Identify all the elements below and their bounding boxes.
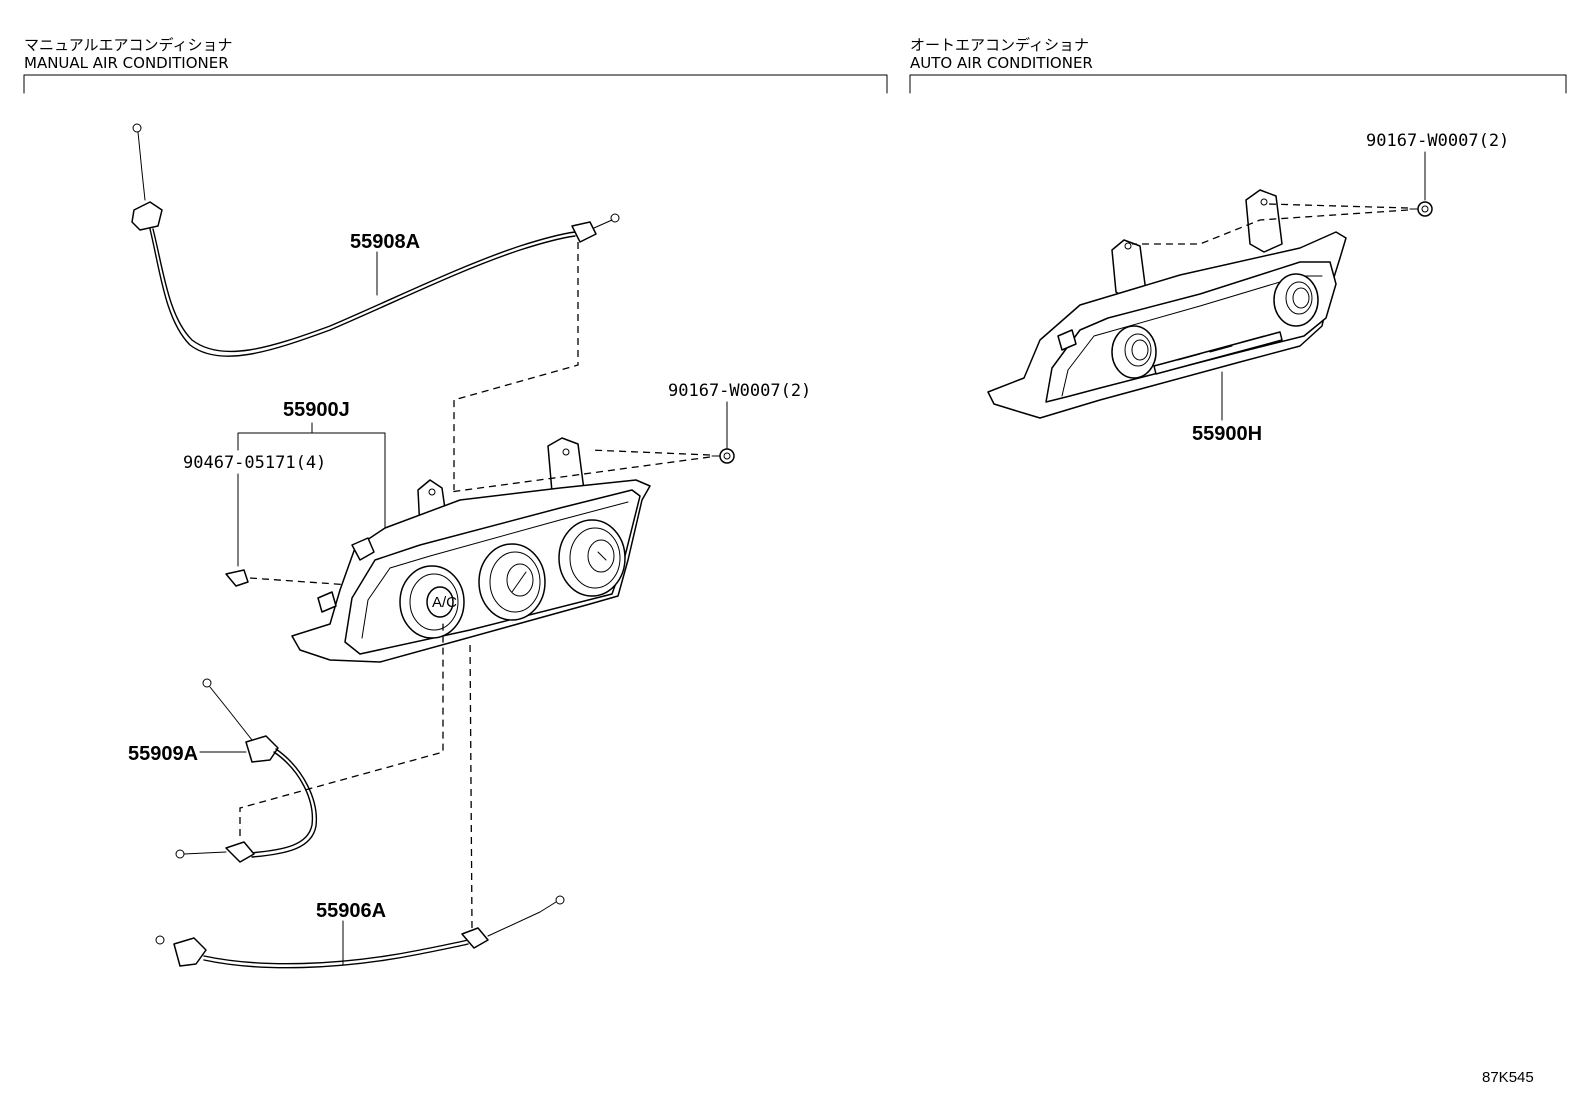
drawing-reference: 87K545 — [1482, 1069, 1534, 1086]
manual-title-jp: マニュアルエアコンディショナ — [24, 36, 233, 54]
auto-section-header: オートエアコンディショナ AUTO AIR CONDITIONER — [909, 36, 1567, 94]
manual-section-header: マニュアルエアコンディショナ MANUAL AIR CONDITIONER — [23, 36, 888, 94]
screw-90167-auto: 90167-W0007(2) — [1132, 131, 1509, 245]
dash-55909a — [239, 620, 444, 836]
label-90167-manual: 90167-W0007(2) — [668, 381, 811, 401]
screw-90167-manual: 90167-W0007(2) — [449, 381, 811, 493]
auto-title-jp: オートエアコンディショナ — [910, 36, 1089, 54]
cable-55906a: 55906A — [155, 639, 565, 969]
auto-title-en: AUTO AIR CONDITIONER — [910, 54, 1093, 72]
label-90467: 90467-05171(4) — [183, 453, 326, 473]
cable-55908a: 55908A — [131, 123, 620, 357]
label-55908a: 55908A — [350, 231, 420, 253]
clip-90467 — [225, 569, 351, 587]
label-90167-auto: 90167-W0007(2) — [1366, 131, 1509, 151]
manual-control-55900j: A/C — [291, 437, 651, 663]
leader-55900j: 55900J 90467-05171(4) — [183, 399, 386, 567]
label-55906a: 55906A — [316, 900, 386, 922]
cable-55909a: 55909A — [128, 620, 444, 863]
auto-section-bracket — [909, 74, 1567, 94]
manual-title-en: MANUAL AIR CONDITIONER — [24, 54, 229, 72]
auto-control-55900h: 55900H — [987, 189, 1347, 445]
dash-55908a — [453, 242, 579, 490]
label-55900h: 55900H — [1192, 423, 1262, 445]
knob-ac-label: A/C — [432, 594, 457, 611]
label-55900j: 55900J — [283, 399, 350, 421]
label-55909a: 55909A — [128, 743, 198, 765]
dash-55906a — [469, 639, 473, 929]
manual-section-bracket — [23, 74, 888, 94]
